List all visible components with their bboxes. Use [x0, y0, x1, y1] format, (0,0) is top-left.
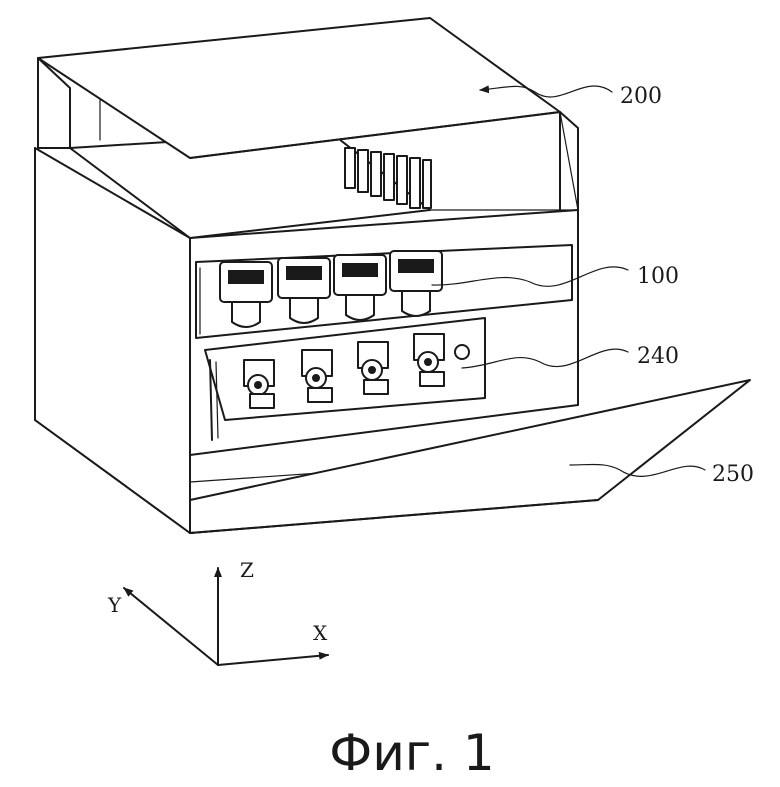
ref-240: 240	[637, 344, 679, 369]
z-axis-label: Z	[240, 558, 254, 582]
x-axis-line	[218, 655, 328, 665]
ref-250: 250	[712, 462, 754, 487]
y-axis-line	[124, 588, 218, 665]
ref-200: 200	[620, 84, 662, 109]
x-axis-label: X	[313, 621, 328, 645]
coordinate-axes: Z Y X	[107, 558, 328, 665]
figure-caption: Фиг. 1	[329, 724, 494, 782]
y-axis-label: Y	[107, 593, 122, 617]
ref-100: 100	[637, 264, 679, 289]
